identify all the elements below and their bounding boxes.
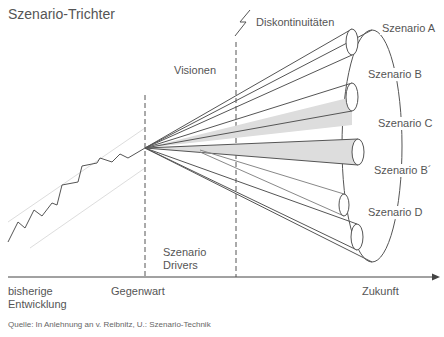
cone-fill — [145, 139, 358, 165]
scenario-label: Szenario B´ — [372, 164, 433, 177]
scenario-cones — [145, 29, 364, 250]
diagram-title: Szenario-Trichter — [8, 6, 115, 22]
axis-label: Zukunft — [362, 285, 399, 298]
trend-corridor — [30, 168, 145, 248]
trend-corridor — [8, 128, 145, 222]
source-caption: Quelle: In Anlehnung an v. Reibnitz, U.:… — [8, 320, 211, 330]
scenario-label: Szenario A — [380, 22, 437, 35]
history-line — [8, 148, 145, 242]
axis-arrowhead — [432, 274, 440, 281]
scenario-label: Szenario D — [366, 206, 424, 219]
discontinuity-line — [236, 42, 237, 277]
axis-label: Gegenwart — [111, 285, 165, 298]
visions-label: Visionen — [172, 64, 218, 77]
funnel-edge — [145, 30, 372, 148]
scenario-label: Szenario C — [376, 117, 434, 130]
funnel-edge — [145, 148, 372, 262]
axis-label: bisherige Entwicklung — [8, 285, 80, 311]
drivers-label: Szenario Drivers — [163, 246, 215, 272]
lightning-symbol — [235, 10, 250, 36]
scenario-label: Szenario B — [366, 68, 424, 81]
time-axis — [8, 277, 434, 278]
discontinuity-label: Diskontinuitäten — [254, 16, 336, 29]
present-line — [145, 95, 146, 277]
